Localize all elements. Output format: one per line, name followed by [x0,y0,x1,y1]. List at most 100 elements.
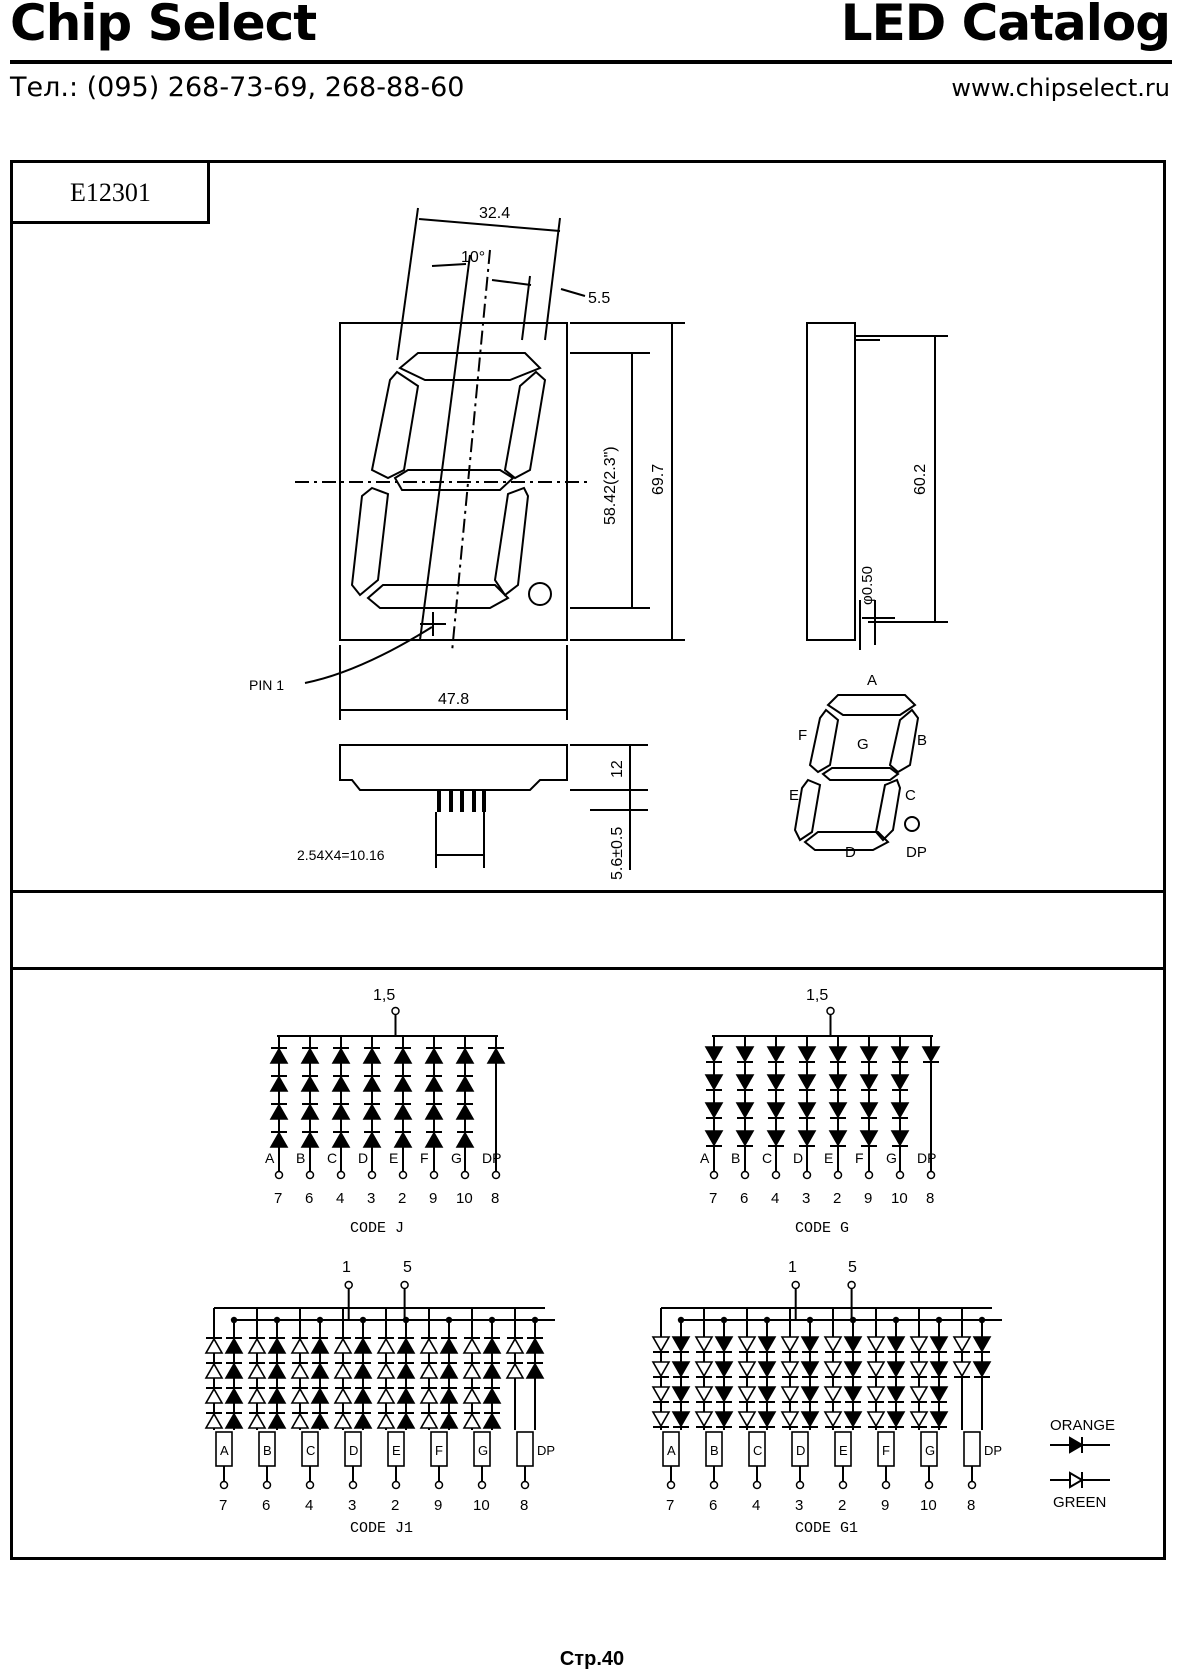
pin-number: 10 [473,1497,490,1514]
segment-label: DP [482,1150,501,1166]
segment-label: E [824,1150,833,1166]
map-label-f: F [798,727,807,744]
diode-icon [735,1102,755,1119]
segment-terminal [967,1480,977,1490]
diode-icon [737,1411,757,1428]
segment-label: DP [917,1150,936,1166]
junction-dot [359,1316,367,1324]
diode-icon [424,1131,444,1148]
pin-number: 7 [709,1190,717,1207]
diode-icon [766,1130,786,1147]
slant-line-2 [419,254,471,641]
diode-icon [766,1074,786,1091]
catalog-title: LED Catalog [840,0,1171,52]
diode-icon [737,1336,757,1353]
diode-icon [419,1387,439,1404]
diode-icon [651,1411,671,1428]
segment-terminal [305,1480,315,1490]
segment-label: B [731,1150,740,1166]
segment-terminal [833,1170,843,1180]
segment-label: G [925,1443,935,1458]
diode-icon [797,1046,817,1063]
segment-label: B [296,1150,305,1166]
diode-icon [886,1411,906,1428]
diode-icon [331,1075,351,1092]
map-label-a: A [867,672,877,689]
diode-icon [694,1411,714,1428]
segment-terminal [367,1170,377,1180]
diode-icon [247,1337,267,1354]
junction-dot [316,1316,324,1324]
diode-icon [694,1386,714,1403]
diode-icon [735,1074,755,1091]
angle-line [431,263,467,267]
segment-b-shape [503,370,547,480]
bottom-view-outline [339,744,568,791]
diode-icon [651,1386,671,1403]
pin-number: 2 [398,1190,406,1207]
pin-number: 6 [262,1497,270,1514]
diode-icon [419,1362,439,1379]
map-segment-g [821,767,900,781]
map-segment-e [793,778,822,842]
diode-icon [859,1130,879,1147]
segment-map-labels: A B C D E F G DP [789,672,927,861]
website-link[interactable]: www.chipselect.ru [951,74,1170,102]
common-terminal [826,1006,835,1016]
diode-icon [331,1103,351,1120]
junction-dot [763,1316,771,1324]
pin-number: 9 [429,1190,437,1207]
diode-icon [866,1411,886,1428]
common-pin1-g1: 1 [788,1259,797,1276]
common-terminal [391,1006,400,1016]
page-number: Стр.40 [559,1648,625,1670]
segment-box [963,1431,981,1467]
dim-32-4-line [418,218,561,232]
diode-icon [424,1075,444,1092]
diode-icon [800,1386,820,1403]
diode-icon [393,1075,413,1092]
dim-5-5-right [560,288,586,297]
pin-number: 7 [274,1190,282,1207]
diode-icon [828,1074,848,1091]
segment-label: A [667,1443,676,1458]
common-pin1-j1: 1 [342,1259,351,1276]
segment-terminal [460,1170,470,1180]
map-segment-a [826,694,917,716]
legend-green-diode-icon [1069,1471,1084,1489]
diode-icon [735,1046,755,1063]
segment-terminal [926,1170,936,1180]
segment-f-shape [370,370,420,480]
diode-icon [300,1103,320,1120]
map-segment-d [803,831,890,851]
diode-icon [886,1386,906,1403]
diode-icon [866,1336,886,1353]
segment-terminal [477,1480,487,1490]
diode-icon [797,1102,817,1119]
segment-terminal [802,1170,812,1180]
diode-icon [704,1046,724,1063]
segment-label: F [855,1150,864,1166]
pin-number: 3 [367,1190,375,1207]
junction-dot [230,1316,238,1324]
pin-number: 6 [305,1190,313,1207]
diode-icon [376,1337,396,1354]
common-terminal [400,1280,409,1290]
segment-label: G [886,1150,897,1166]
diode-icon [455,1075,475,1092]
diode-icon [757,1361,777,1378]
junction-dot [806,1316,814,1324]
diode-icon [890,1074,910,1091]
diode-icon [797,1074,817,1091]
diode-icon [462,1362,482,1379]
diode-icon [439,1337,459,1354]
segment-label: F [420,1150,429,1166]
diode-icon [300,1047,320,1064]
diode-icon [396,1337,416,1354]
junction-dot [402,1316,410,1324]
common-pins-g: 1,5 [806,987,828,1004]
code-j1-label: CODE J1 [350,1520,413,1537]
